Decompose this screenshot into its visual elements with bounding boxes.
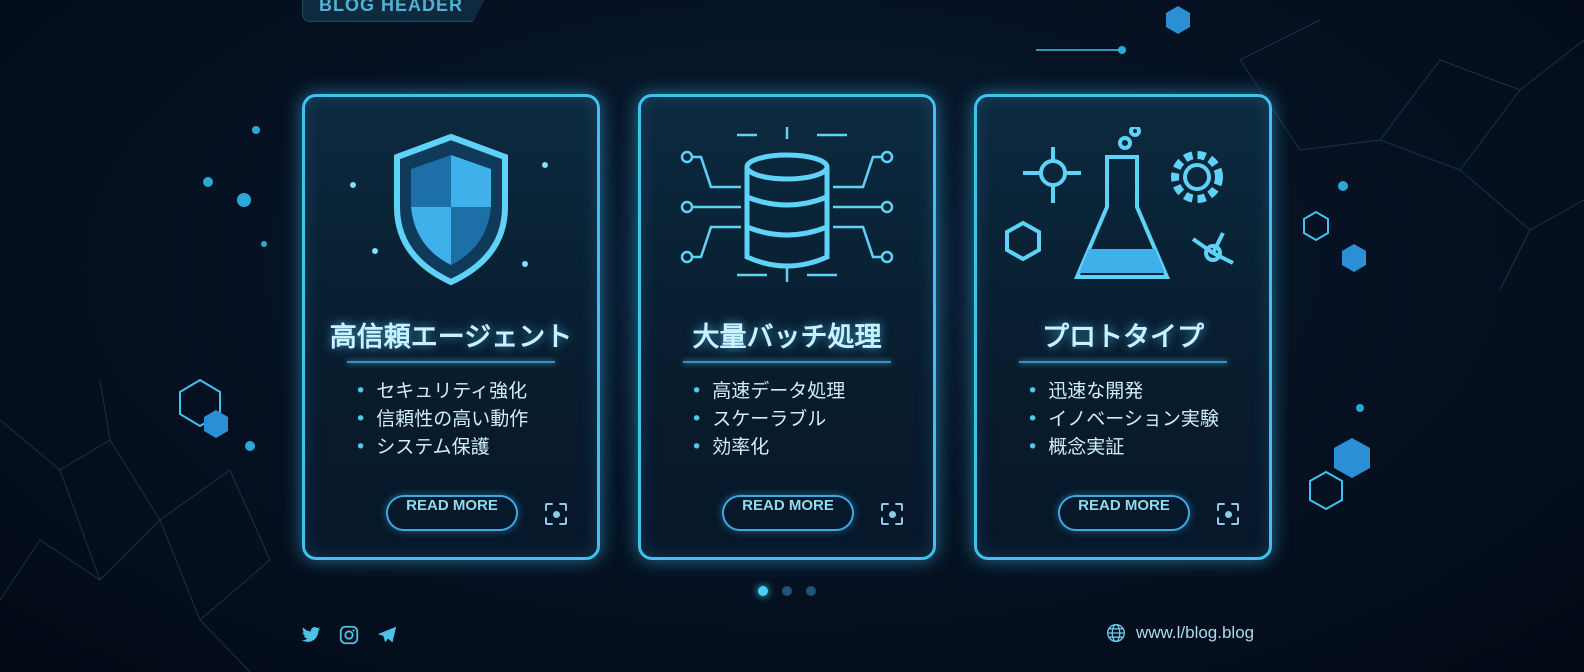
social-links	[300, 624, 398, 646]
card-prototype: プロトタイプ 迅速な開発 イノベーション実験 概念実証 READ MORE	[974, 94, 1272, 560]
website-url: www.l/blog.blog	[1136, 623, 1255, 642]
read-more-button[interactable]: READ MORE	[722, 495, 854, 531]
bullet-list: 高速データ処理 スケーラブル 効率化	[691, 377, 845, 461]
divider	[347, 361, 555, 363]
bullet-list: セキュリティ強化 信頼性の高い動作 システム保護	[355, 377, 528, 461]
divider	[683, 361, 891, 363]
pagination-dots	[758, 586, 816, 596]
list-item: 概念実証	[1027, 433, 1219, 461]
list-item: イノベーション実験	[1027, 405, 1219, 433]
pagination-dot-2[interactable]	[782, 586, 792, 596]
list-item: システム保護	[355, 433, 528, 461]
list-item: 信頼性の高い動作	[355, 405, 528, 433]
list-item: 効率化	[691, 433, 845, 461]
read-more-button[interactable]: READ MORE	[1058, 495, 1190, 531]
card-title: プロトタイプ	[1042, 322, 1204, 353]
website-link[interactable]: www.l/blog.blog	[1106, 623, 1254, 643]
pagination-dot-1[interactable]	[758, 586, 768, 596]
telegram-icon[interactable]	[376, 624, 398, 646]
instagram-icon[interactable]	[338, 624, 360, 646]
card-title: 高信頼エージェント	[329, 322, 573, 353]
card-title: 大量バッチ処理	[692, 322, 882, 353]
read-more-button[interactable]: READ MORE	[386, 495, 518, 531]
blog-header-tab[interactable]: BLOG HEADER	[302, 0, 492, 22]
blog-header-label: BLOG HEADER	[319, 0, 464, 15]
bullet-list: 迅速な開発 イノベーション実験 概念実証	[1027, 377, 1219, 461]
card-high-reliability-agent: 高信頼エージェント セキュリティ強化 信頼性の高い動作 システム保護 READ …	[302, 94, 600, 560]
twitter-icon[interactable]	[300, 624, 322, 646]
database-icon	[680, 127, 894, 282]
focus-dot-icon	[1225, 511, 1232, 518]
list-item: 迅速な開発	[1027, 377, 1219, 405]
divider	[1019, 361, 1227, 363]
list-item: セキュリティ強化	[355, 377, 528, 405]
list-item: スケーラブル	[691, 405, 845, 433]
shield-icon	[350, 133, 548, 286]
focus-dot-icon	[889, 511, 896, 518]
globe-icon	[1107, 624, 1125, 642]
focus-dot-icon	[553, 511, 560, 518]
list-item: 高速データ処理	[691, 377, 845, 405]
flask-icon	[1005, 127, 1234, 279]
card-batch-processing: 大量バッチ処理 高速データ処理 スケーラブル 効率化 READ MORE	[638, 94, 936, 560]
pagination-dot-3[interactable]	[806, 586, 816, 596]
